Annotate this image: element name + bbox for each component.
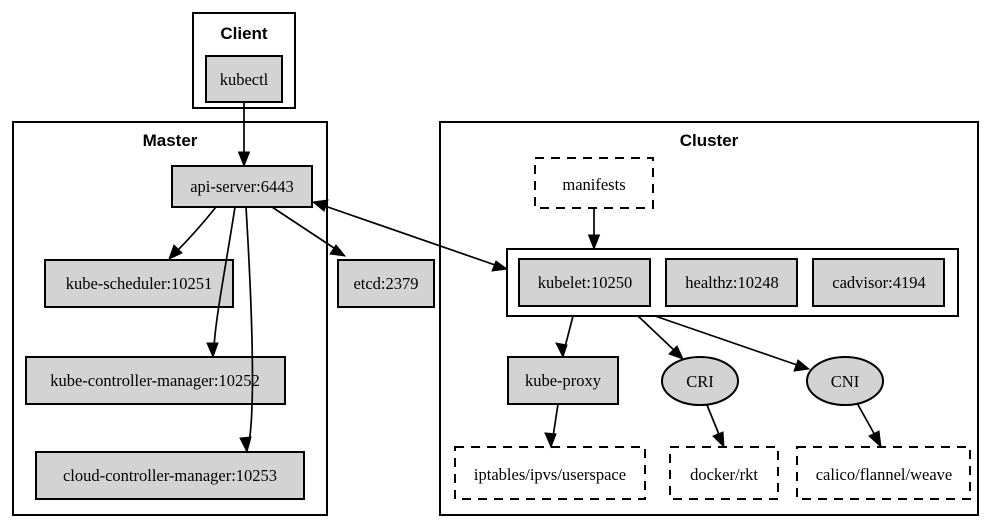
edge-api-server-to-kube-scheduler — [175, 206, 217, 253]
edge-kube-proxy-to-iptables — [552, 403, 559, 438]
iptables-label: iptables/ipvs/userspace — [474, 465, 626, 484]
healthz-node-box[interactable] — [665, 258, 798, 307]
edge-api-server-to-cloud-controller-manager-arrowhead — [239, 436, 252, 454]
edge-kubelet-to-kube-proxy-arrowhead — [555, 342, 568, 359]
client-cluster-group: Client kubectl — [192, 12, 296, 109]
kube-scheduler-node-box[interactable] — [44, 259, 234, 308]
edge-cni-to-calico — [856, 402, 877, 438]
docker-node-box[interactable] — [669, 446, 779, 500]
calico-node-box[interactable] — [796, 446, 971, 500]
edge-cri-to-docker-arrowhead — [712, 431, 725, 449]
master-cluster-title: Master — [143, 131, 198, 150]
cloud-controller-manager-label: cloud-controller-manager:10253 — [63, 466, 277, 485]
edge-api-server-to-kubelet-arrowhead — [491, 260, 509, 272]
edge-kubelet-to-cni-arrowhead — [793, 359, 811, 372]
edge-api-server-to-etcd — [271, 206, 338, 251]
edge-kubectl-to-api-server-arrowhead — [237, 151, 251, 168]
docker-label: docker/rkt — [690, 465, 758, 484]
cluster-cluster-group: Cluster manifests kubelet:10250 healthz:… — [439, 121, 979, 516]
kubelet-node-box[interactable] — [518, 258, 651, 307]
edge-kube-proxy-to-iptables-arrowhead — [544, 432, 557, 449]
edge-api-server-to-etcd-arrowhead — [329, 244, 347, 257]
cluster-cluster-title: Cluster — [680, 131, 739, 150]
api-server-label: api-server:6443 — [190, 177, 294, 196]
edge-api-server-to-kube-controller-manager — [213, 206, 236, 348]
cadvisor-label: cadvisor:4194 — [832, 273, 925, 292]
edges-group — [168, 102, 882, 454]
kube-proxy-label: kube-proxy — [525, 371, 602, 390]
etcd-group: etcd:2379 — [337, 259, 435, 308]
cri-label: CRI — [686, 372, 714, 391]
cadvisor-node-box[interactable] — [812, 258, 945, 307]
calico-label: calico/flannel/weave — [816, 465, 953, 484]
edge-api-server-to-kube-controller-manager-arrowhead — [206, 342, 219, 359]
edge-cni-to-calico-arrowhead — [868, 430, 882, 449]
manifests-node-box[interactable] — [534, 157, 654, 209]
cloud-controller-manager-node-box[interactable] — [35, 451, 305, 500]
client-cluster-title: Client — [220, 24, 268, 43]
edge-api-server-to-kubelet — [321, 204, 499, 267]
etcd-label: etcd:2379 — [353, 274, 418, 293]
edge-kubelet-to-cri-arrowhead — [668, 345, 684, 360]
cni-node-ellipse[interactable] — [806, 356, 884, 406]
cni-label: CNI — [831, 372, 859, 391]
cri-node-ellipse[interactable] — [661, 356, 739, 406]
edge-cri-to-docker — [706, 404, 721, 438]
edge-kubelet-to-cri — [637, 315, 677, 353]
kube-controller-manager-label: kube-controller-manager:10252 — [50, 371, 260, 390]
kubectl-label: kubectl — [220, 70, 269, 89]
kube-controller-manager-node-box[interactable] — [25, 356, 286, 405]
edge-kubelet-to-api-server-arrowhead — [311, 199, 329, 212]
edge-manifests-to-kubelet-arrowhead — [587, 234, 601, 251]
kube-scheduler-label: kube-scheduler:10251 — [66, 274, 213, 293]
api-server-node-box[interactable] — [171, 165, 313, 208]
master-cluster-group: Master api-server:6443 kube-scheduler:10… — [12, 121, 328, 516]
kubelet-label: kubelet:10250 — [538, 273, 632, 292]
edge-api-server-to-kube-scheduler-arrowhead — [168, 244, 183, 260]
manifests-label: manifests — [562, 175, 625, 194]
kube-proxy-node-box[interactable] — [507, 356, 619, 405]
healthz-label: healthz:10248 — [685, 273, 778, 292]
iptables-node-box[interactable] — [454, 446, 646, 500]
edge-kubelet-to-kube-proxy — [564, 315, 574, 348]
etcd-node-box[interactable] — [337, 259, 435, 308]
edge-kubelet-to-cni — [654, 315, 801, 367]
edge-api-server-to-cloud-controller-manager — [245, 206, 254, 444]
